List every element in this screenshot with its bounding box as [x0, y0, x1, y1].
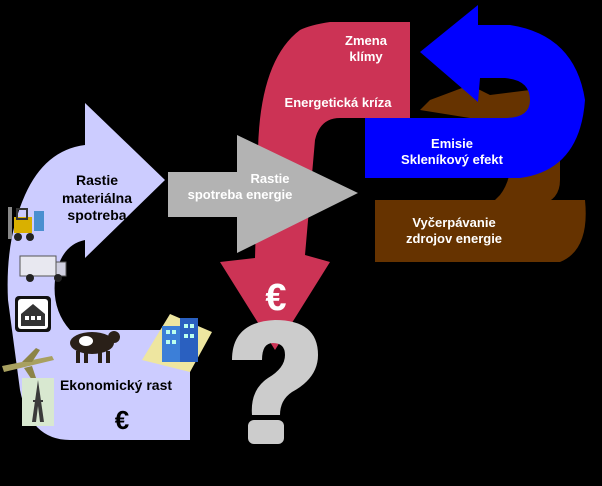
zmena-klimy-line2: klímy [349, 49, 383, 65]
question-mark [232, 320, 318, 444]
emisie-line2: Skleníkový efekt [401, 152, 503, 168]
euro-symbol-large: € [265, 277, 287, 319]
materialna-spotreba-line1: Rastie [75, 172, 119, 188]
spotreba-energie-line1: Rastie [250, 171, 290, 186]
vycerpavanie-label: Vyčerpávanie zdrojov energie [406, 215, 502, 248]
emissions-arrow [365, 5, 585, 178]
truck-icon [19, 255, 67, 282]
ekonomicky-rast-label: Ekonomický rast [59, 377, 173, 393]
materialna-spotreba-line2: materiálna [61, 189, 133, 206]
house-icon [15, 296, 51, 332]
energy-arrow [168, 135, 358, 253]
spotreba-energie-line2: spotreba energie [187, 187, 293, 203]
cow-icon [70, 331, 120, 363]
vycerpavanie-line2: zdrojov energie [405, 231, 503, 247]
materialna-spotreba-line3: spotreba [67, 207, 127, 223]
energeticka-kriza-label: Energetická kríza [284, 95, 392, 110]
eiffel-tower-icon [22, 378, 54, 426]
forklift-icon [8, 207, 44, 241]
zmena-klimy-line1: Zmena [345, 33, 387, 48]
materialna-spotreba-label: Rastie materiálna spotreba [62, 172, 132, 225]
climate-arrow [220, 22, 410, 350]
spotreba-energie-label: Rastie spotreba energie [188, 171, 293, 204]
emisie-label: Emisie Skleníkový efekt [401, 136, 503, 169]
euro-symbol-small: € [114, 405, 130, 435]
vycerpavanie-line1: Vyčerpávanie [412, 215, 496, 230]
zmena-klimy-label: Zmena klímy [345, 33, 387, 66]
city-building-icon [142, 314, 212, 372]
airplane-icon [2, 348, 54, 380]
emisie-line1: Emisie [431, 136, 473, 151]
economy-loop-arrow [7, 103, 191, 440]
